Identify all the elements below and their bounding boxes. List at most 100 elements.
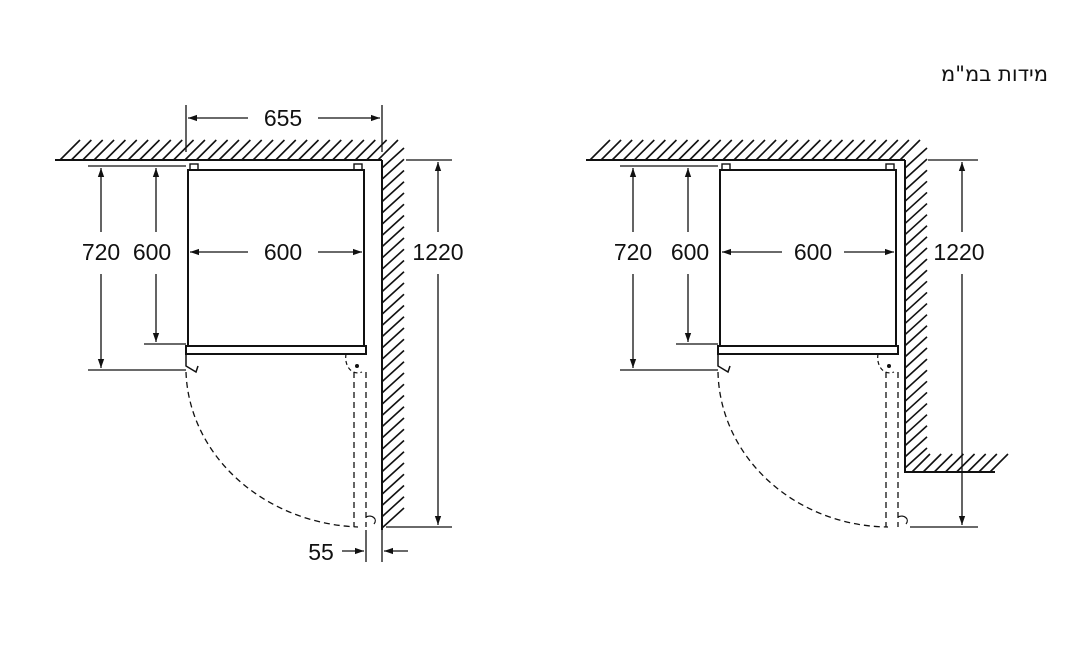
wall-hatch-line [956, 453, 976, 473]
wall-hatch-line [978, 453, 998, 473]
dim-label: 600 [671, 239, 709, 265]
dim-label: 1220 [412, 239, 463, 265]
wall-hatch-line [722, 139, 744, 161]
wall-hatch-line [589, 139, 611, 161]
wall-hatch-line [275, 139, 297, 161]
wall-hatch-line [904, 291, 928, 314]
wall-hatch-line [381, 428, 405, 450]
wall-hatch-line [59, 139, 81, 161]
wall-hatch-line [600, 139, 622, 161]
wall-hatch-line [788, 139, 810, 161]
wall-hatch-line [810, 139, 832, 161]
wall-hatch-line [904, 369, 928, 391]
wall-hatch-line [904, 314, 928, 336]
wall-hatch-line [766, 139, 788, 161]
left-dim-door-height: 720 [82, 165, 186, 371]
wall-hatch-line [967, 453, 987, 473]
dim-label: 600 [264, 239, 302, 265]
wall-hatch-line [678, 139, 700, 161]
wall-hatch-line [127, 139, 149, 161]
dim-label: 1220 [933, 239, 984, 265]
wall-hatch-line [381, 439, 405, 462]
wall-hatch-line [381, 338, 405, 360]
wall-hatch-line [381, 316, 405, 338]
wall-hatch-line [229, 139, 251, 161]
right-dim-clearance-height: 1220 [910, 159, 985, 528]
wall-hatch-line [173, 139, 195, 161]
wall-hatch-line [733, 139, 755, 161]
wall-hatch-line [904, 436, 928, 458]
right-dim-body-width: 600 [722, 239, 894, 265]
wall-hatch-line [744, 139, 766, 161]
wall-hatch-line [904, 191, 928, 214]
wall-hatch-line [381, 181, 405, 203]
wall-hatch-line [381, 226, 405, 248]
left-door-swing-arc [185, 371, 359, 528]
wall-hatch-line [297, 139, 320, 161]
wall-hatch-line [904, 202, 928, 225]
wall-hatch-line [381, 214, 405, 237]
left-dim-side-gap: 55 [308, 530, 408, 565]
wall-hatch-line [777, 139, 799, 161]
wall-hatch-line [855, 139, 877, 161]
wall-hatch-line [904, 258, 928, 280]
dim-label: 720 [614, 239, 652, 265]
wall-hatch-line [241, 139, 263, 161]
wall-hatch-line [381, 203, 405, 225]
wall-hatch-line [381, 293, 405, 315]
wall-hatch-line [381, 473, 405, 495]
left-open-door [353, 372, 376, 527]
wall-hatch-line [381, 282, 405, 304]
wall-hatch-line [989, 453, 1009, 473]
wall-hatch-line [381, 158, 405, 180]
right-dim-door-height: 720 [614, 165, 718, 371]
wall-hatch-line [755, 139, 777, 161]
wall-hatch-line [218, 139, 240, 161]
wall-hatch-line [904, 302, 928, 325]
wall-hatch-line [343, 139, 365, 161]
wall-hatch-line [904, 380, 928, 402]
wall-hatch-line [366, 139, 388, 161]
left-dim-body-width: 600 [190, 239, 362, 265]
wall-hatch-line [904, 425, 928, 447]
dim-label: 55 [308, 539, 334, 565]
left-dim-clearance-height: 1220 [386, 159, 464, 528]
wall-hatch-line [381, 462, 405, 484]
wall-hatch-line [866, 139, 888, 161]
wall-hatch-line [888, 139, 910, 161]
wall-hatch-line [644, 139, 666, 161]
wall-hatch-line [911, 453, 931, 473]
wall-hatch-line [877, 139, 899, 161]
page-title: מידות במ"מ [941, 62, 1048, 86]
wall-hatch-line [381, 406, 405, 428]
wall-hatch-line [904, 347, 928, 369]
wall-hatch-line [354, 139, 376, 161]
wall-hatch-line [332, 139, 354, 161]
wall-hatch-line [381, 484, 405, 507]
wall-hatch-line [263, 139, 285, 161]
dim-label: 655 [264, 105, 302, 131]
wall-hatch-line [161, 139, 183, 161]
wall-hatch-line [381, 248, 405, 270]
wall-hatch-line [899, 139, 921, 161]
wall-hatch-line [252, 139, 274, 161]
right-door [717, 345, 899, 374]
wall-hatch-line [904, 158, 928, 180]
wall-hatch-line [116, 139, 138, 161]
right-dim-body-depth: 600 [671, 168, 718, 345]
left-drawing: 655 600 720 600 1220 [55, 105, 464, 565]
wall-hatch-line [286, 139, 308, 161]
wall-hatch-line [150, 139, 172, 161]
wall-hatch-line [711, 139, 733, 161]
wall-hatch-line [138, 139, 161, 161]
wall-hatch-line [655, 139, 677, 161]
wall-hatch-line [904, 391, 928, 414]
right-top-wall [586, 139, 921, 161]
wall-hatch-line [904, 236, 928, 258]
wall-hatch-line [904, 280, 928, 302]
wall-hatch-line [381, 451, 405, 473]
wall-hatch-line [904, 358, 928, 380]
wall-hatch-line [381, 169, 405, 192]
right-open-door [885, 372, 908, 527]
